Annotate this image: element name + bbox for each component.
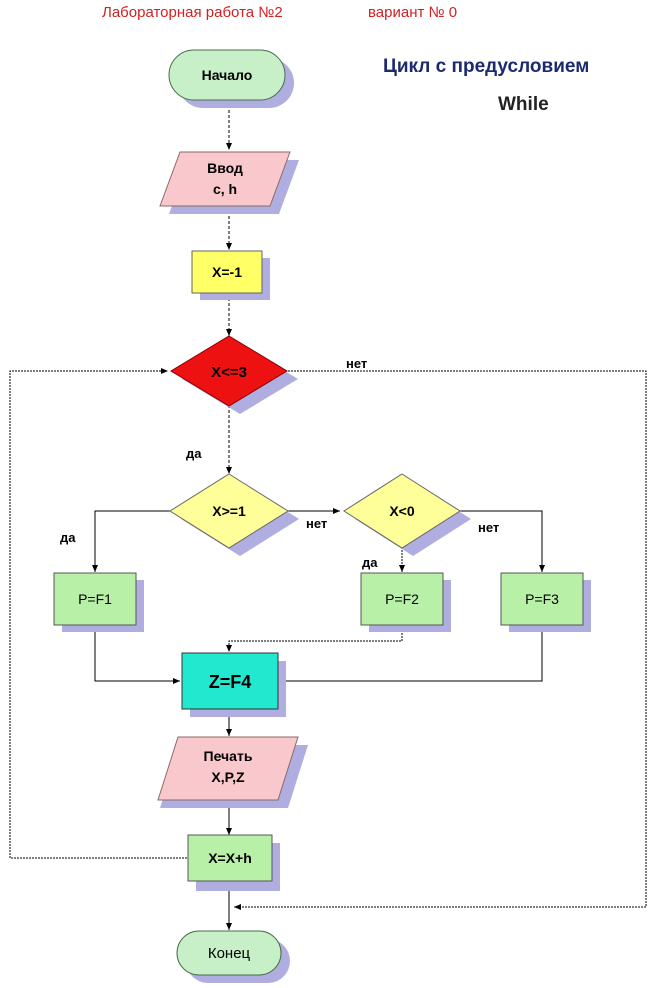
node-cond-lt0-label: X<0 (389, 503, 415, 519)
node-start: Начало (168, 49, 286, 101)
node-print: Печать X,P,Z (157, 736, 299, 801)
edge-label-loop-no: нет (346, 356, 367, 371)
node-p-f2-label: P=F2 (385, 591, 419, 607)
node-end-label: Конец (208, 945, 251, 962)
node-cond-ge1: X>=1 (169, 473, 289, 549)
cycle-title: Цикл с предусловием (383, 56, 590, 77)
node-loop-cond-label: X<=3 (211, 364, 247, 381)
edge-label-lt0-yes: да (362, 555, 378, 570)
node-increment: X=X+h (187, 834, 273, 882)
edge-lt0-no (460, 510, 545, 572)
edge-f3-z (278, 624, 543, 684)
node-input: Ввод c, h (159, 151, 291, 207)
cycle-subtitle: While (498, 94, 549, 115)
edge-inc-loop (9, 368, 187, 859)
node-z-f4-label: Z=F4 (209, 672, 252, 692)
lab-title: Лабораторная работа №2 (102, 4, 283, 21)
node-cond-ge1-label: X>=1 (212, 503, 246, 519)
node-z-f4: Z=F4 (181, 652, 279, 710)
node-loop-cond: X<=3 (170, 335, 288, 407)
node-p-f3: P=F3 (500, 572, 584, 626)
node-print-label-1: Печать (204, 748, 253, 764)
node-print-label-2: X,P,Z (211, 769, 245, 785)
node-end: Конец (176, 930, 282, 976)
edge-f1-z (94, 624, 180, 684)
node-init-label: X=-1 (212, 264, 242, 280)
edge-label-loop-yes: да (186, 446, 202, 461)
node-increment-label: X=X+h (208, 850, 252, 866)
node-p-f2: P=F2 (360, 572, 444, 626)
node-cond-lt0: X<0 (343, 473, 461, 549)
node-start-label: Начало (202, 67, 253, 83)
node-p-f3-label: P=F3 (525, 591, 559, 607)
edge-label-ge1-no: нет (306, 516, 327, 531)
node-p-f1: P=F1 (53, 572, 137, 626)
node-p-f1-label: P=F1 (78, 591, 112, 607)
edge-label-ge1-yes: да (60, 530, 76, 545)
edge-ge1-yes (92, 510, 170, 572)
node-init: X=-1 (191, 250, 263, 294)
node-input-label-2: c, h (213, 181, 237, 197)
edge-loop-no (234, 370, 647, 910)
connectors (9, 100, 647, 930)
variant-label: вариант № 0 (368, 4, 458, 21)
edge-f2-z (226, 624, 403, 652)
node-input-label-1: Ввод (207, 160, 243, 176)
edge-label-lt0-no: нет (478, 520, 499, 535)
